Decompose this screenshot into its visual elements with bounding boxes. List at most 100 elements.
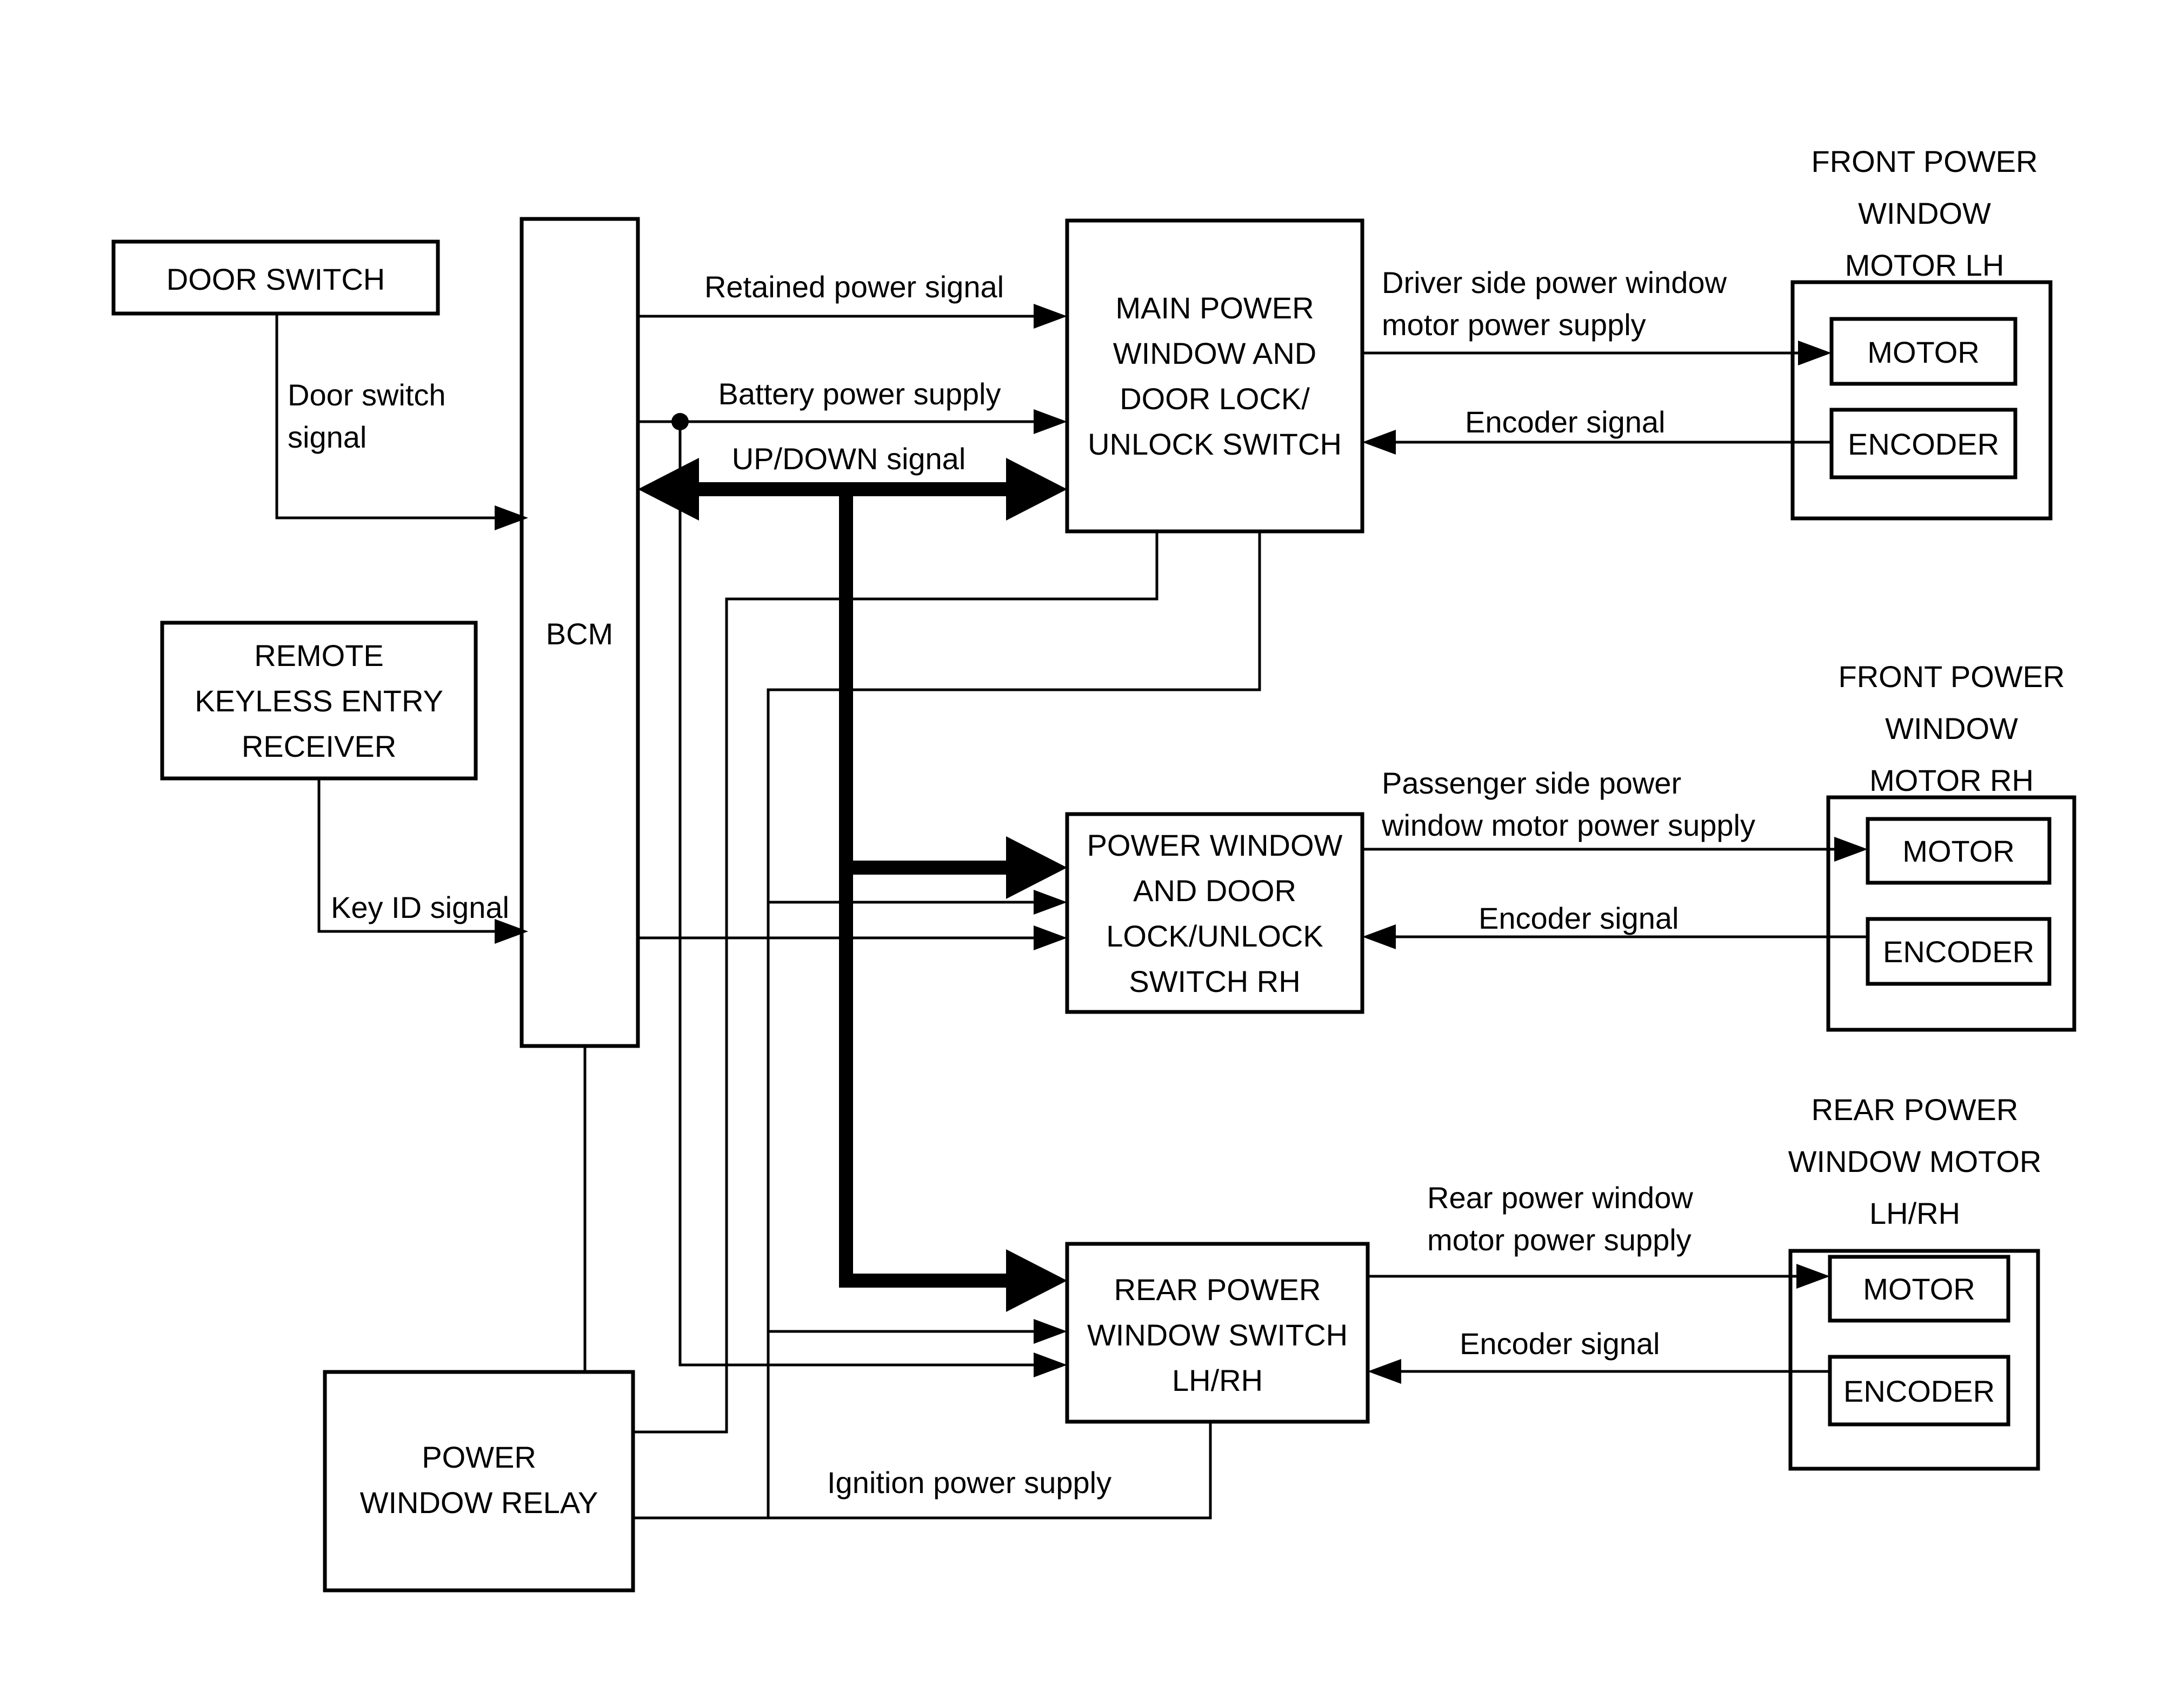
- label-encoder-signal-rear: Encoder signal: [1460, 1327, 1660, 1361]
- main-switch-box: [1065, 218, 1364, 534]
- edge-updown-signal-bus: [638, 458, 1067, 1312]
- rear-motor-title-line1: REAR POWER: [1812, 1092, 2019, 1127]
- rear-motor-title-line2: WINDOW MOTOR: [1788, 1144, 2042, 1178]
- label-door-switch-signal-line2: signal: [288, 420, 367, 454]
- main-switch-label-line4: UNLOCK SWITCH: [1088, 427, 1342, 461]
- edge-rear-motor-power-supply: [1368, 1264, 1830, 1289]
- node-door-switch: DOOR SWITCH: [111, 239, 440, 316]
- label-rear-supply-line2: motor power supply: [1427, 1223, 1692, 1257]
- edge-ignition-power-supply: [633, 531, 1261, 1520]
- arrow-right-icon: [1796, 1264, 1830, 1289]
- edge-battery-power-supply: [638, 409, 1067, 1377]
- label-retained-power-signal: Retained power signal: [704, 270, 1004, 304]
- rear-encoder-label: ENCODER: [1843, 1374, 1995, 1408]
- label-driver-supply-line2: motor power supply: [1382, 308, 1646, 342]
- arrow-right-icon: [495, 919, 528, 944]
- rke-label-line1: REMOTE: [254, 638, 384, 672]
- edge-encoder-signal-rear: [1368, 1359, 1830, 1384]
- arrow-right-thick-icon: [1006, 458, 1067, 521]
- rear-motor-label: MOTOR: [1863, 1272, 1975, 1306]
- label-driver-supply-line1: Driver side power window: [1382, 265, 1727, 299]
- node-front-power-window-motor-rh: FRONT POWER WINDOW MOTOR RH MOTOR ENCODE…: [1826, 659, 2076, 1032]
- node-bcm: BCM: [520, 217, 640, 1048]
- arrow-right-thick-icon: [1006, 836, 1067, 899]
- edge-encoder-signal-rh: [1362, 924, 1868, 949]
- lh-motor-label: MOTOR: [1867, 335, 1979, 369]
- rear-switch-box: [1065, 1242, 1370, 1424]
- main-switch-relay-line: [633, 531, 1158, 1434]
- door-switch-signal-line: [275, 314, 495, 519]
- edge-retained-power-signal: [638, 304, 1067, 329]
- rke-label-line2: KEYLESS ENTRY: [195, 684, 443, 718]
- relay-label-line1: POWER: [422, 1440, 536, 1474]
- lh-motor-title-line2: WINDOW: [1858, 196, 1991, 230]
- arrow-right-icon: [1034, 409, 1067, 434]
- key-id-signal-line: [317, 778, 495, 933]
- edge-passenger-motor-power-supply: [1362, 837, 1868, 862]
- rear-switch-label-line2: WINDOW SWITCH: [1087, 1318, 1348, 1352]
- edge-main-switch-to-relay: [633, 531, 1158, 1434]
- rh-motor-title-line2: WINDOW: [1885, 711, 2018, 745]
- battery-branch-to-rear-switch: [678, 422, 1034, 1367]
- rh-switch-label-line1: POWER WINDOW: [1087, 828, 1343, 862]
- rh-motor-title-line1: FRONT POWER: [1839, 659, 2065, 694]
- relay-label-line2: WINDOW RELAY: [360, 1485, 598, 1520]
- arrow-left-icon: [1368, 1359, 1401, 1384]
- arrow-right-icon: [1834, 837, 1868, 862]
- ignition-to-main-switch-line: [767, 531, 1261, 1518]
- rke-label-line3: RECEIVER: [242, 729, 396, 763]
- edge-door-switch-signal: [275, 314, 528, 530]
- node-rear-power-window-switch: REAR POWER WINDOW SWITCH LH/RH: [1065, 1242, 1370, 1424]
- main-switch-label-line3: DOOR LOCK/: [1120, 382, 1310, 416]
- edge-labels: Door switch signal Key ID signal Retaine…: [288, 265, 1755, 1500]
- rh-motor-box: [1866, 817, 2052, 885]
- rke-box: [160, 621, 478, 781]
- arrow-right-thick-icon: [1006, 1249, 1067, 1312]
- label-passenger-supply-line1: Passenger side power: [1382, 766, 1681, 800]
- lh-motor-title-line3: MOTOR LH: [1845, 248, 2005, 282]
- rh-encoder-label: ENCODER: [1883, 935, 2034, 969]
- rh-encoder-box: [1866, 917, 2052, 986]
- node-main-power-window-switch: MAIN POWER WINDOW AND DOOR LOCK/ UNLOCK …: [1065, 218, 1364, 534]
- rh-switch-box: [1065, 812, 1364, 1014]
- rh-motor-label: MOTOR: [1902, 834, 2014, 868]
- lh-encoder-label: ENCODER: [1848, 427, 1999, 461]
- rear-switch-label-line1: REAR POWER: [1114, 1272, 1321, 1307]
- arrow-left-icon: [1362, 430, 1396, 455]
- label-passenger-supply-line2: window motor power supply: [1381, 808, 1755, 842]
- arrow-left-thick-icon: [638, 458, 699, 521]
- arrow-right-icon: [495, 505, 528, 530]
- ignition-relay-line: [633, 1422, 1212, 1520]
- lh-motor-title-line1: FRONT POWER: [1812, 144, 2038, 178]
- arrow-right-icon: [1798, 341, 1832, 365]
- relay-box: [323, 1370, 635, 1593]
- lh-encoder-box: [1829, 408, 2017, 479]
- node-remote-keyless-entry-receiver: REMOTE KEYLESS ENTRY RECEIVER: [160, 621, 478, 781]
- edge-bcm-to-rh-switch: [638, 925, 1067, 950]
- arrow-right-icon: [1034, 304, 1067, 329]
- edge-key-id-signal: [317, 778, 528, 944]
- label-key-id-signal: Key ID signal: [331, 890, 509, 924]
- label-ignition-power-supply: Ignition power supply: [827, 1465, 1111, 1500]
- lh-motor-outer-box: [1790, 280, 2053, 521]
- rh-switch-label-line2: AND DOOR: [1133, 874, 1296, 908]
- edge-encoder-signal-lh: [1362, 430, 1832, 455]
- label-door-switch-signal-line1: Door switch: [288, 378, 446, 412]
- node-rear-power-window-motor: REAR POWER WINDOW MOTOR LH/RH MOTOR ENCO…: [1788, 1092, 2042, 1471]
- node-power-window-switch-rh: POWER WINDOW AND DOOR LOCK/UNLOCK SWITCH…: [1065, 812, 1364, 1014]
- arrow-right-icon: [1034, 890, 1067, 915]
- label-encoder-signal-rh: Encoder signal: [1479, 901, 1679, 935]
- node-front-power-window-motor-lh: FRONT POWER WINDOW MOTOR LH MOTOR ENCODE…: [1790, 144, 2053, 521]
- node-power-window-relay: POWER WINDOW RELAY: [323, 1370, 635, 1593]
- label-encoder-signal-lh: Encoder signal: [1465, 405, 1665, 439]
- rear-motor-box: [1828, 1255, 2010, 1323]
- arrow-left-icon: [1362, 924, 1396, 949]
- rh-motor-outer-box: [1826, 795, 2076, 1032]
- rear-motor-outer-box: [1788, 1249, 2040, 1471]
- edge-driver-motor-power-supply: [1362, 341, 1832, 365]
- rh-switch-label-line3: LOCK/UNLOCK: [1106, 919, 1323, 953]
- arrow-right-icon: [1034, 1352, 1067, 1377]
- door-switch-label: DOOR SWITCH: [167, 262, 385, 296]
